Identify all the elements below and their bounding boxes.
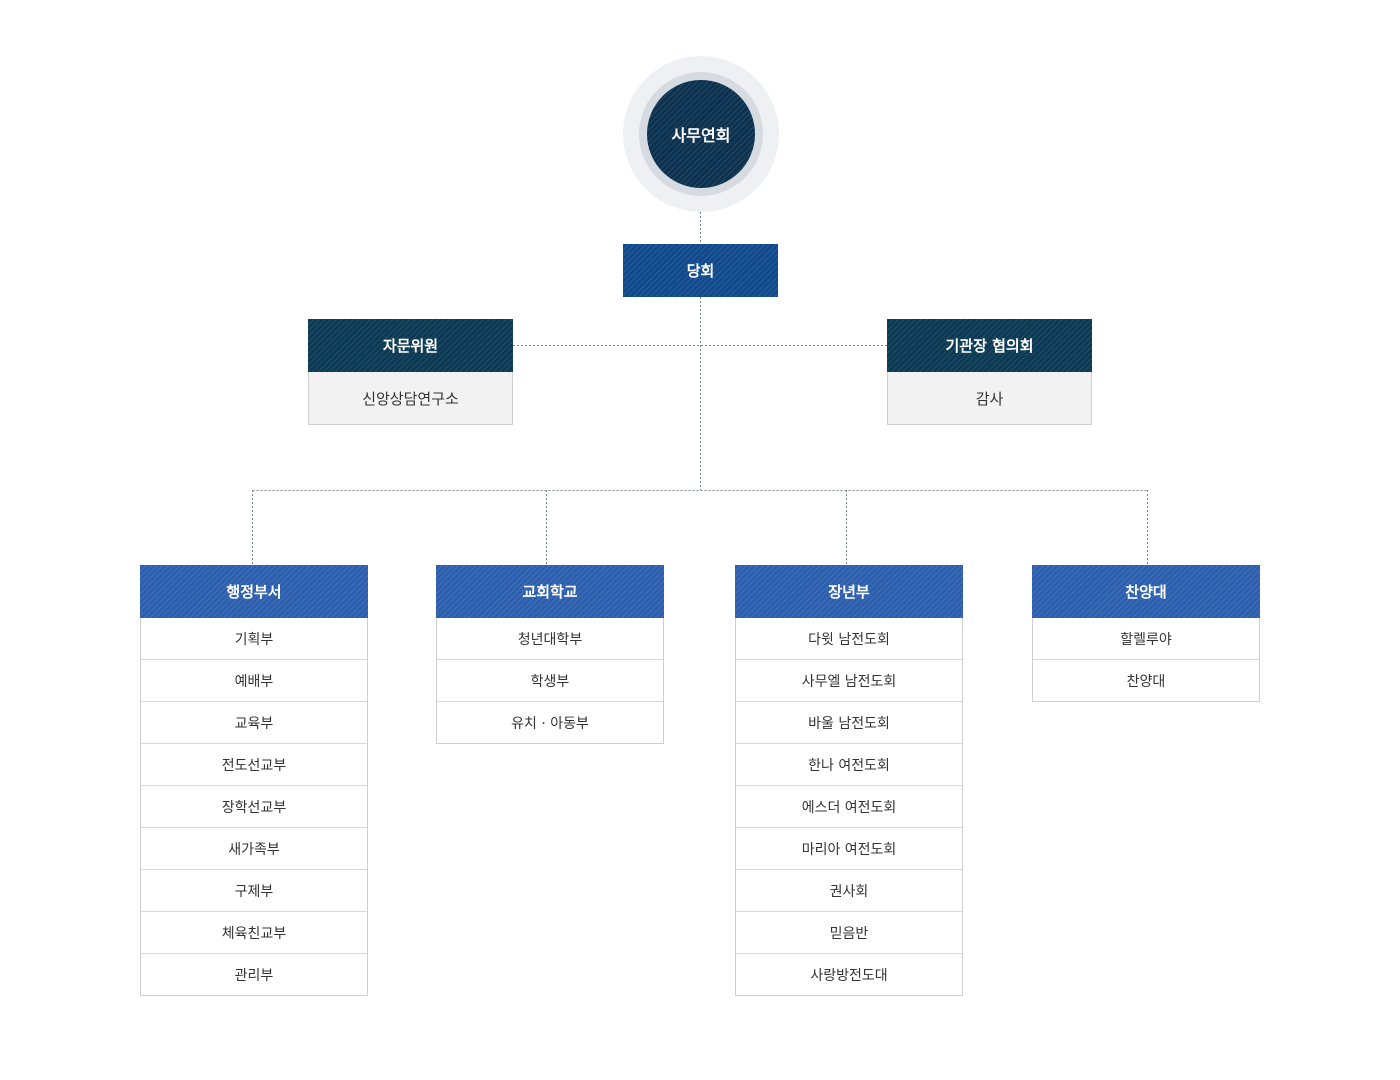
department-list: 할렐루야 찬양대 (1032, 618, 1260, 702)
department-header: 찬양대 (1032, 565, 1260, 618)
department-title: 행정부서 (226, 583, 282, 601)
right-branch-sub: 감사 (887, 372, 1092, 425)
list-item: 믿음반 (736, 912, 962, 954)
department-column-choir: 찬양대 할렐루야 찬양대 (1032, 565, 1260, 702)
list-item: 예배부 (141, 660, 367, 702)
department-column-school: 교회학교 청년대학부 학생부 유치 · 아동부 (436, 565, 664, 744)
department-title: 찬양대 (1125, 583, 1167, 601)
right-branch-title: 기관장 협의회 (945, 337, 1034, 355)
list-item: 교육부 (141, 702, 367, 744)
list-item: 바울 남전도회 (736, 702, 962, 744)
list-item: 에스더 여전도회 (736, 786, 962, 828)
list-item: 관리부 (141, 954, 367, 995)
department-header: 교회학교 (436, 565, 664, 618)
council-node-label: 당회 (686, 262, 715, 280)
list-item: 학생부 (437, 660, 663, 702)
left-branch-sub: 신앙상담연구소 (308, 372, 513, 425)
list-item: 찬양대 (1033, 660, 1259, 701)
list-item: 다윗 남전도회 (736, 618, 962, 660)
department-list: 기획부 예배부 교육부 전도선교부 장학선교부 새가족부 구제부 체육친교부 관… (140, 618, 368, 996)
left-branch-header: 자문위원 (308, 319, 513, 372)
department-header: 장년부 (735, 565, 963, 618)
list-item: 구제부 (141, 870, 367, 912)
top-node: 사무연회 (647, 80, 755, 188)
list-item: 기획부 (141, 618, 367, 660)
department-title: 장년부 (828, 583, 870, 601)
list-item: 사랑방전도대 (736, 954, 962, 995)
department-list: 다윗 남전도회 사무엘 남전도회 바울 남전도회 한나 여전도회 에스더 여전도… (735, 618, 963, 996)
list-item: 새가족부 (141, 828, 367, 870)
top-node-label: 사무연회 (671, 126, 731, 145)
list-item: 한나 여전도회 (736, 744, 962, 786)
department-title: 교회학교 (522, 583, 578, 601)
list-item: 전도선교부 (141, 744, 367, 786)
list-item: 체육친교부 (141, 912, 367, 954)
department-column-admin: 행정부서 기획부 예배부 교육부 전도선교부 장학선교부 새가족부 구제부 체육… (140, 565, 368, 996)
right-branch-header: 기관장 협의회 (887, 319, 1092, 372)
list-item: 권사회 (736, 870, 962, 912)
right-branch-sub-label: 감사 (975, 389, 1004, 408)
list-item: 청년대학부 (437, 618, 663, 660)
left-branch-title: 자문위원 (382, 337, 439, 355)
list-item: 마리아 여전도회 (736, 828, 962, 870)
department-header: 행정부서 (140, 565, 368, 618)
list-item: 사무엘 남전도회 (736, 660, 962, 702)
department-column-adult: 장년부 다윗 남전도회 사무엘 남전도회 바울 남전도회 한나 여전도회 에스더… (735, 565, 963, 996)
list-item: 유치 · 아동부 (437, 702, 663, 743)
list-item: 장학선교부 (141, 786, 367, 828)
left-branch-sub-label: 신앙상담연구소 (362, 389, 459, 408)
council-node: 당회 (623, 244, 778, 297)
department-list: 청년대학부 학생부 유치 · 아동부 (436, 618, 664, 744)
list-item: 할렐루야 (1033, 618, 1259, 660)
